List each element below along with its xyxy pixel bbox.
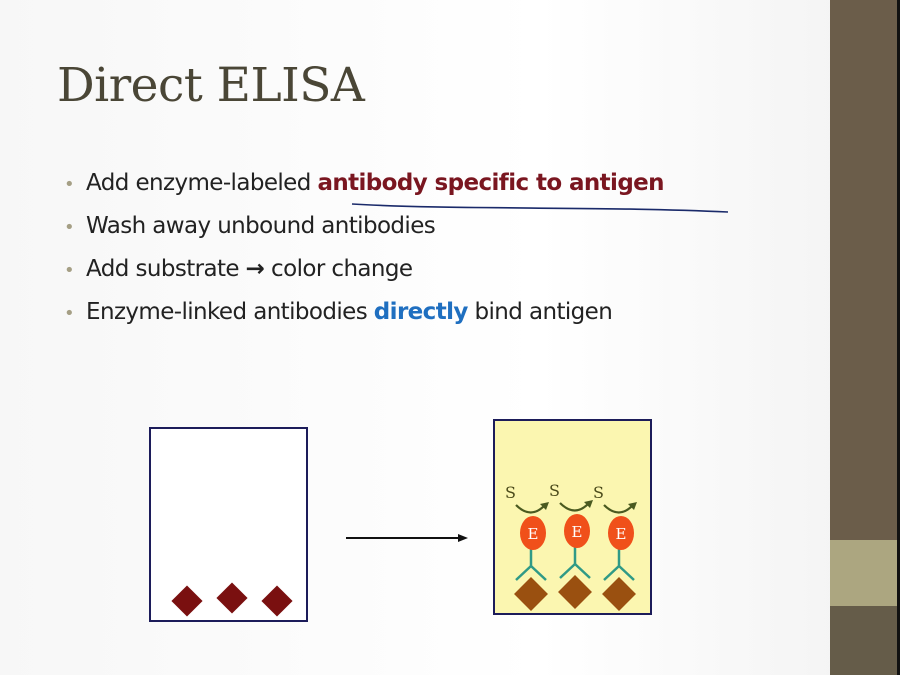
- enzyme-antibody-complex: E S: [549, 481, 593, 609]
- antigen-icon: [261, 585, 293, 617]
- sidebar-accent-band: [830, 540, 897, 606]
- arrow-icon: →: [245, 256, 265, 282]
- window-edge: [897, 0, 900, 675]
- annotation-underline: [351, 203, 729, 213]
- bullet-emphasis: directly: [373, 299, 469, 325]
- bullet-item: • Add enzyme-labeled antibody specific to…: [64, 164, 665, 207]
- bullet-icon: •: [64, 174, 75, 195]
- enzyme-antibody-complex: E S: [593, 483, 637, 611]
- bullet-emphasis: antibody specific to antigen: [317, 170, 664, 196]
- reaction-arrow-icon: [603, 504, 634, 514]
- bullet-text: color change: [264, 256, 413, 282]
- antigen-icon: [602, 577, 636, 611]
- reaction-arrowhead-icon: [584, 500, 593, 508]
- enzyme-label: E: [616, 525, 627, 543]
- substrate-label: S: [593, 483, 604, 502]
- bullet-icon: •: [64, 260, 75, 281]
- bullet-text: Enzyme-linked antibodies: [86, 299, 374, 325]
- bullet-item: • Wash away unbound antibodies: [64, 207, 664, 250]
- reaction-arrowhead-icon: [628, 502, 637, 510]
- enzyme-antibody-complex: E S: [505, 483, 549, 611]
- bullet-text: Wash away unbound antibodies: [86, 213, 436, 239]
- bullet-list: • Add enzyme-labeled antibody specific to…: [64, 164, 665, 336]
- antigen-icon: [514, 577, 548, 611]
- enzyme-label: E: [572, 523, 583, 541]
- bullet-text: Add enzyme-labeled: [86, 170, 318, 196]
- enzyme-icon: [520, 516, 546, 550]
- slide-title: Direct ELISA: [57, 58, 365, 113]
- antibody-icon: [515, 549, 547, 581]
- antigen-icon: [558, 575, 592, 609]
- reaction-arrow-icon: [515, 504, 546, 514]
- bullet-icon: •: [64, 217, 75, 238]
- reaction-arrowhead-icon: [540, 502, 549, 510]
- enzyme-label: E: [528, 525, 539, 543]
- arrow-head-icon: [458, 534, 468, 542]
- substrate-label: S: [505, 483, 516, 502]
- bullet-item: • Enzyme-linked antibodies directly bind …: [64, 293, 664, 336]
- antibody-icon: [603, 549, 635, 581]
- enzyme-icon: [564, 514, 590, 548]
- bullet-icon: •: [64, 303, 75, 324]
- reaction-arrow-icon: [559, 502, 590, 512]
- bullet-text: Add substrate: [86, 256, 246, 282]
- bullet-text: bind antigen: [467, 299, 613, 325]
- sidebar-lower-band: [830, 606, 897, 675]
- antibody-icon: [559, 547, 591, 579]
- enzyme-icon: [608, 516, 634, 550]
- bullet-item: • Add substrate → color change: [64, 250, 664, 293]
- substrate-label: S: [549, 481, 560, 500]
